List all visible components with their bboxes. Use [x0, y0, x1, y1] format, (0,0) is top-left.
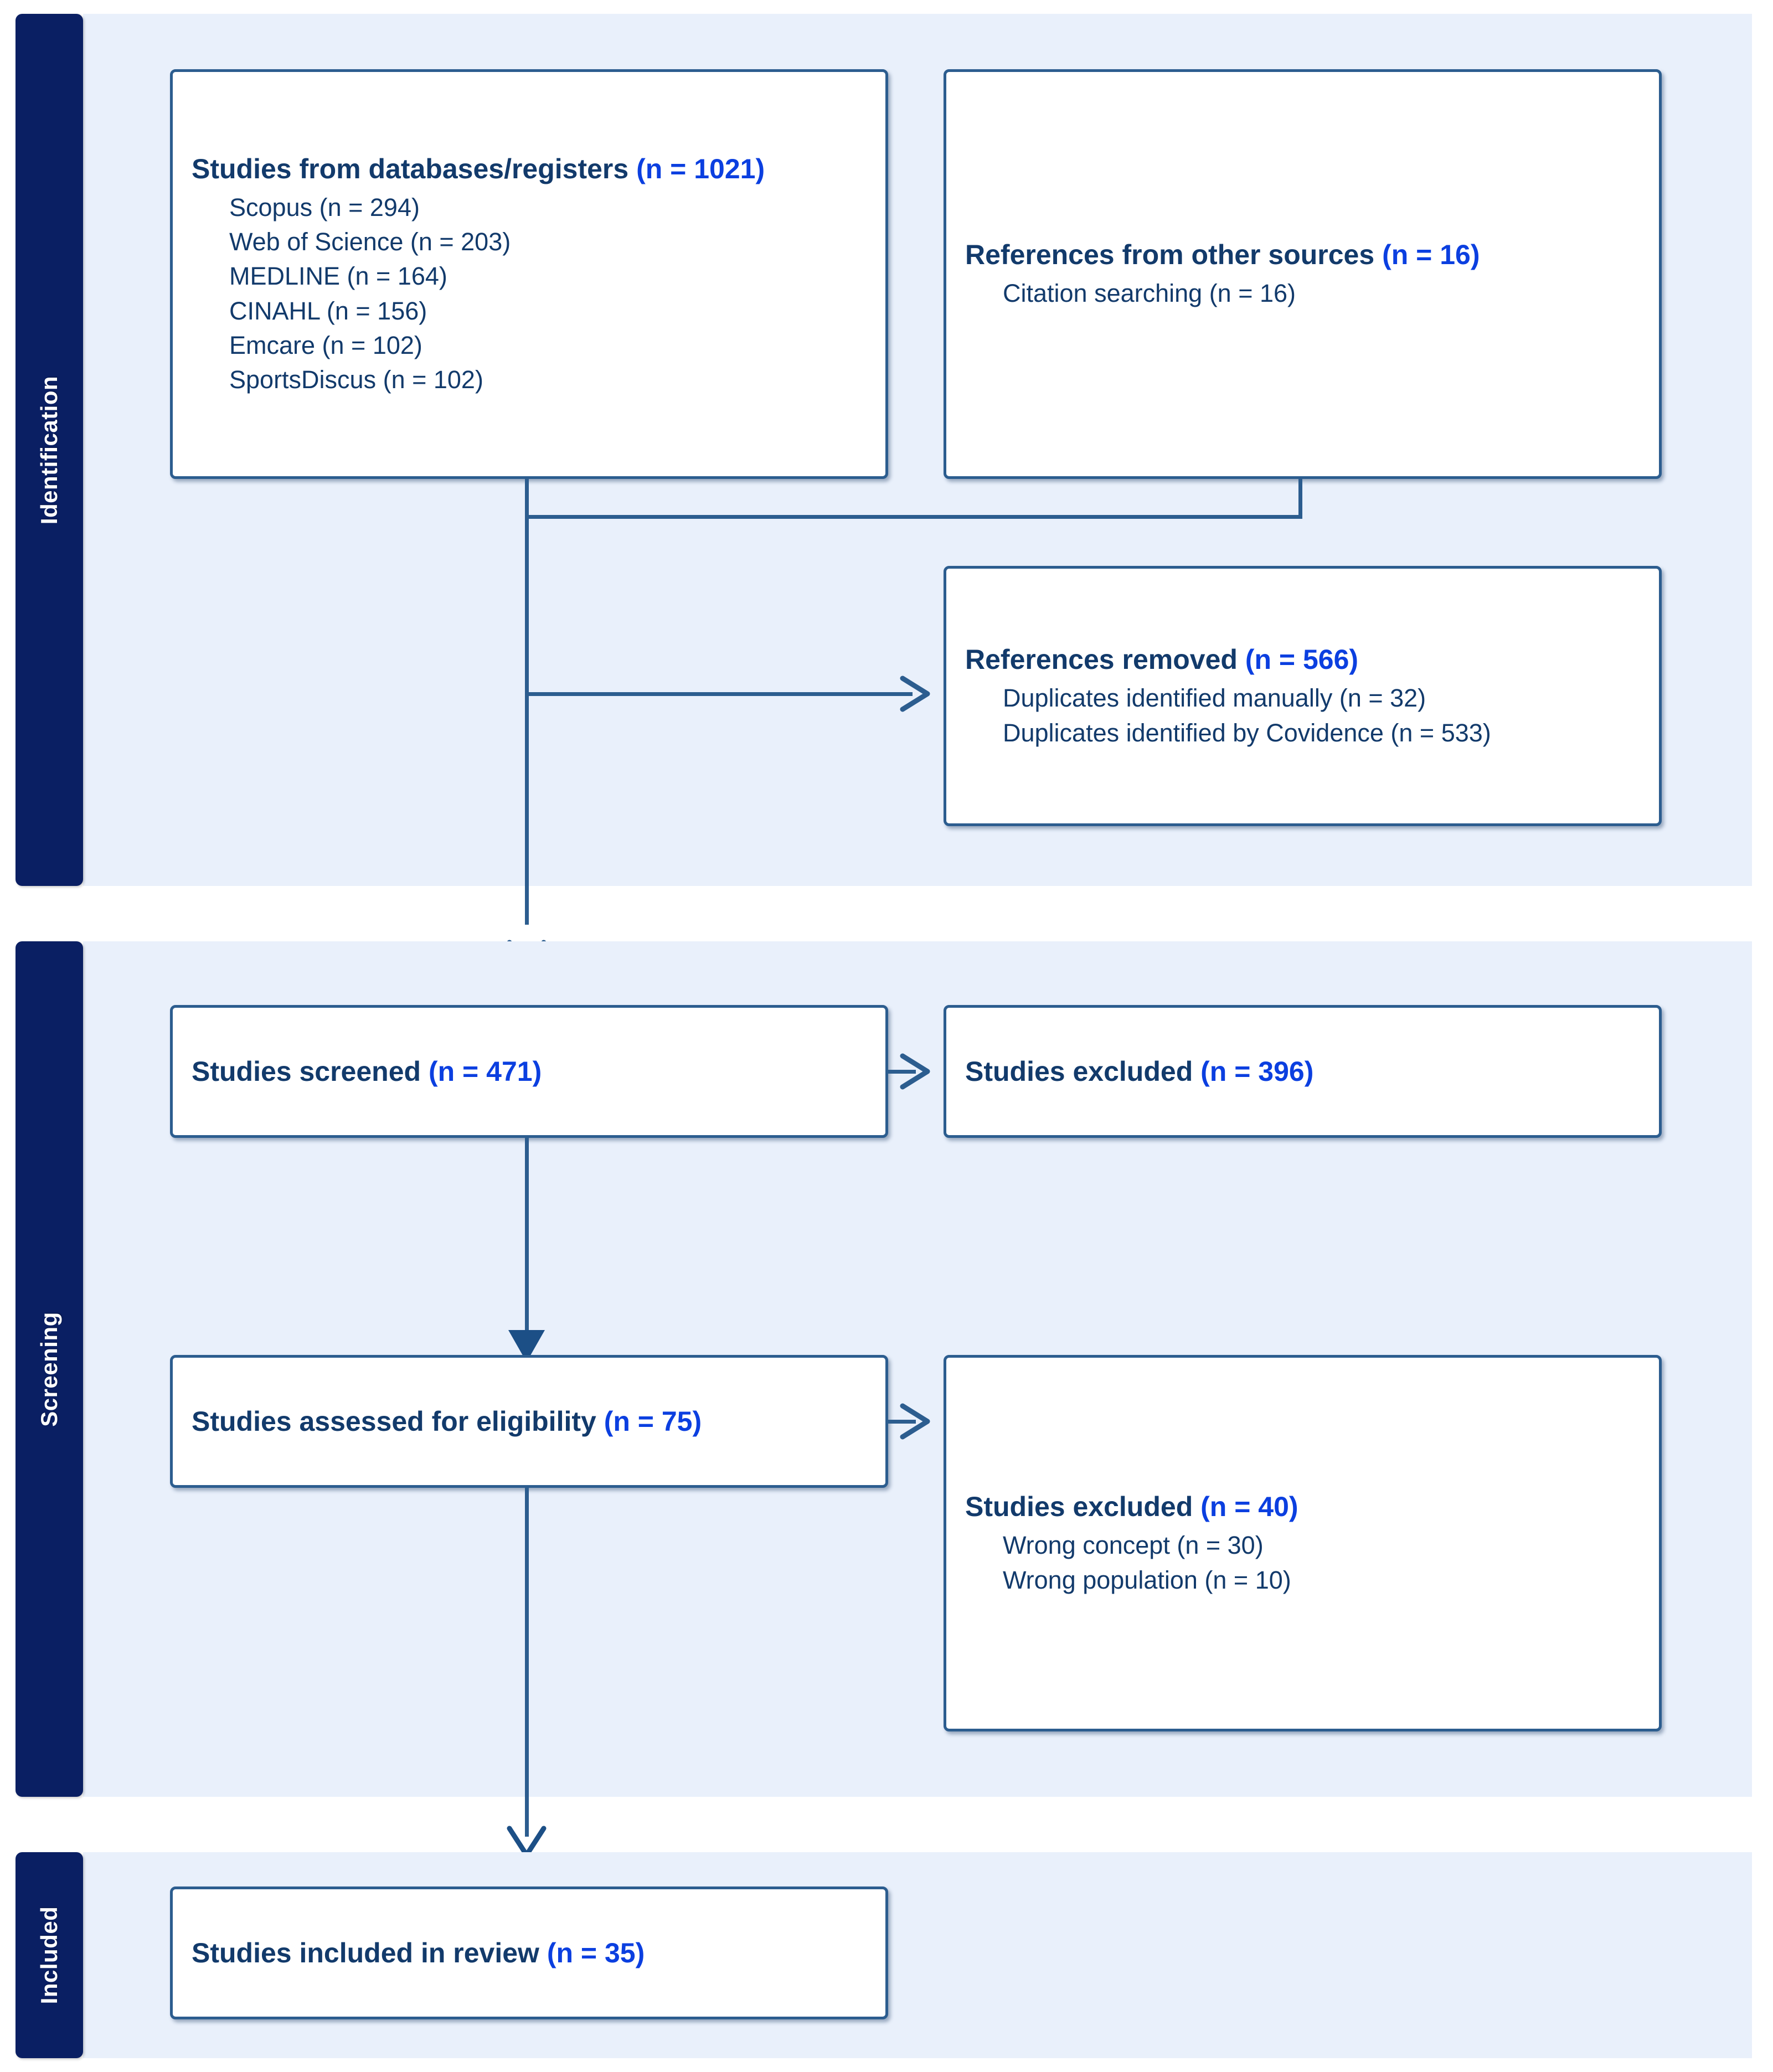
count-badge: (n = 16): [1382, 239, 1480, 271]
box-headline: References from other sources (n = 16): [965, 239, 1480, 271]
count-badge: (n = 566): [1245, 644, 1359, 676]
connector-main-trunk-identification: [525, 515, 529, 925]
box-headline: Studies excluded (n = 40): [965, 1491, 1298, 1523]
box-studies-screened: Studies screened (n = 471): [170, 1005, 888, 1138]
arrow-right-studies-excluded-screening: [900, 1053, 930, 1090]
box-studies-included-in-review: Studies included in review (n = 35): [170, 1887, 888, 2019]
box-headline: Studies excluded (n = 396): [965, 1055, 1314, 1087]
connector-screened-to-excluded: [888, 1070, 916, 1074]
box-studies-assessed-eligibility: Studies assessed for eligibility (n = 75…: [170, 1355, 888, 1488]
connector-trunk-eligibility-to-included: [525, 1488, 529, 1837]
list-item: CINAHL (n = 156): [229, 296, 427, 325]
box-studies-from-databases: Studies from databases/registers (n = 10…: [170, 69, 888, 479]
stage-sidebar-identification: Identification: [16, 14, 83, 886]
list-item: Citation searching (n = 16): [1003, 279, 1296, 308]
box-studies-excluded-screening: Studies excluded (n = 396): [944, 1005, 1662, 1138]
box-sub-list: Citation searching (n = 16): [965, 276, 1640, 311]
box-references-other-sources: References from other sources (n = 16) C…: [944, 69, 1662, 479]
connector-trunk-screened-to-eligibility: [525, 1138, 529, 1354]
connector-other-sources-stub: [1298, 479, 1302, 519]
count-badge: (n = 396): [1200, 1055, 1314, 1087]
count-badge: (n = 471): [428, 1055, 542, 1087]
count-badge: (n = 1021): [636, 153, 765, 185]
stage-label-screening: Screening: [36, 1311, 62, 1427]
count-badge: (n = 75): [604, 1405, 702, 1437]
list-item: Wrong concept (n = 30): [1003, 1531, 1264, 1560]
list-item: Scopus (n = 294): [229, 193, 420, 222]
count-badge: (n = 35): [547, 1937, 645, 1968]
connector-databases-stub: [525, 479, 529, 519]
box-headline: Studies included in review (n = 35): [192, 1937, 645, 1968]
stage-label-identification: Identification: [36, 375, 62, 524]
stage-sidebar-included: Included: [16, 1852, 83, 2058]
connector-eligibility-to-excluded: [888, 1420, 916, 1424]
box-headline: Studies from databases/registers (n = 10…: [192, 153, 765, 185]
list-item: Duplicates identified manually (n = 32): [1003, 684, 1426, 713]
connector-to-references-removed: [525, 692, 913, 696]
list-item: Web of Science (n = 203): [229, 228, 511, 256]
box-headline: References removed (n = 566): [965, 644, 1359, 676]
list-item: MEDLINE (n = 164): [229, 262, 447, 291]
count-badge: (n = 40): [1200, 1491, 1298, 1523]
list-item: SportsDiscus (n = 102): [229, 365, 483, 394]
box-studies-excluded-eligibility: Studies excluded (n = 40) Wrong concept …: [944, 1355, 1662, 1731]
connector-merge-horizontal: [525, 515, 1302, 519]
arrow-right-references-removed: [900, 676, 930, 712]
box-headline: Studies assessed for eligibility (n = 75…: [192, 1405, 702, 1437]
box-references-removed: References removed (n = 566) Duplicates …: [944, 566, 1662, 826]
box-sub-list: Scopus (n = 294) Web of Science (n = 203…: [192, 190, 867, 397]
arrow-down-studies-eligibility: [508, 1330, 545, 1362]
box-sub-list: Duplicates identified manually (n = 32) …: [965, 681, 1640, 750]
stage-sidebar-screening: Screening: [16, 941, 83, 1797]
list-item: Duplicates identified by Covidence (n = …: [1003, 718, 1491, 747]
stage-label-included: Included: [36, 1906, 62, 2004]
list-item: Emcare (n = 102): [229, 331, 422, 359]
arrow-right-studies-excluded-eligibility: [900, 1403, 930, 1440]
box-headline: Studies screened (n = 471): [192, 1055, 542, 1087]
list-item: Wrong population (n = 10): [1003, 1565, 1291, 1594]
box-sub-list: Wrong concept (n = 30) Wrong population …: [965, 1528, 1640, 1597]
